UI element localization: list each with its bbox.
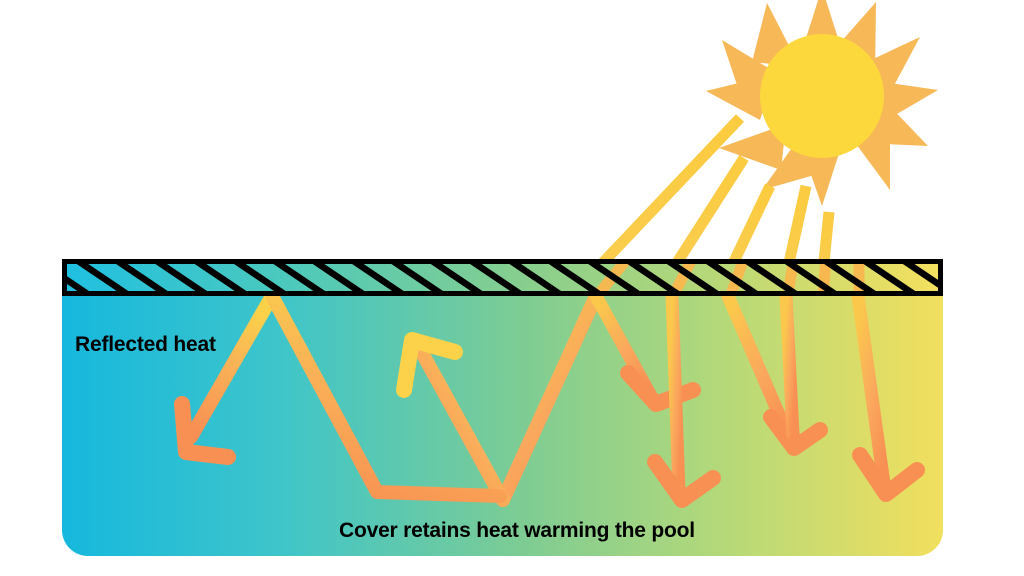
down-arrow-2 [647,296,721,508]
pool-water [62,296,943,556]
incoming-bounce-arrow [396,296,603,507]
cover-outline [62,259,943,296]
reflected-heat-arrow [174,296,279,465]
down-arrow-5 [851,296,925,502]
down-arrow-3 [721,296,828,456]
cover-hatching [62,259,943,296]
label-cover-retains-heat: Cover retains heat warming the pool [339,519,695,542]
sunbeam-2 [666,155,749,275]
sunbeam-4 [781,184,812,274]
sun-icon [706,0,938,206]
pool-arrows-group [174,296,925,508]
down-arrow-4 [779,296,800,441]
cover-retained-zigzag-arrow [265,296,507,503]
sunbeam-1 [590,114,744,276]
sun-core [760,34,884,158]
label-reflected-heat: Reflected heat [75,333,216,356]
pool-cover [62,259,943,296]
sun-rays-spikes [706,0,938,206]
sunbeam-3 [724,183,775,275]
